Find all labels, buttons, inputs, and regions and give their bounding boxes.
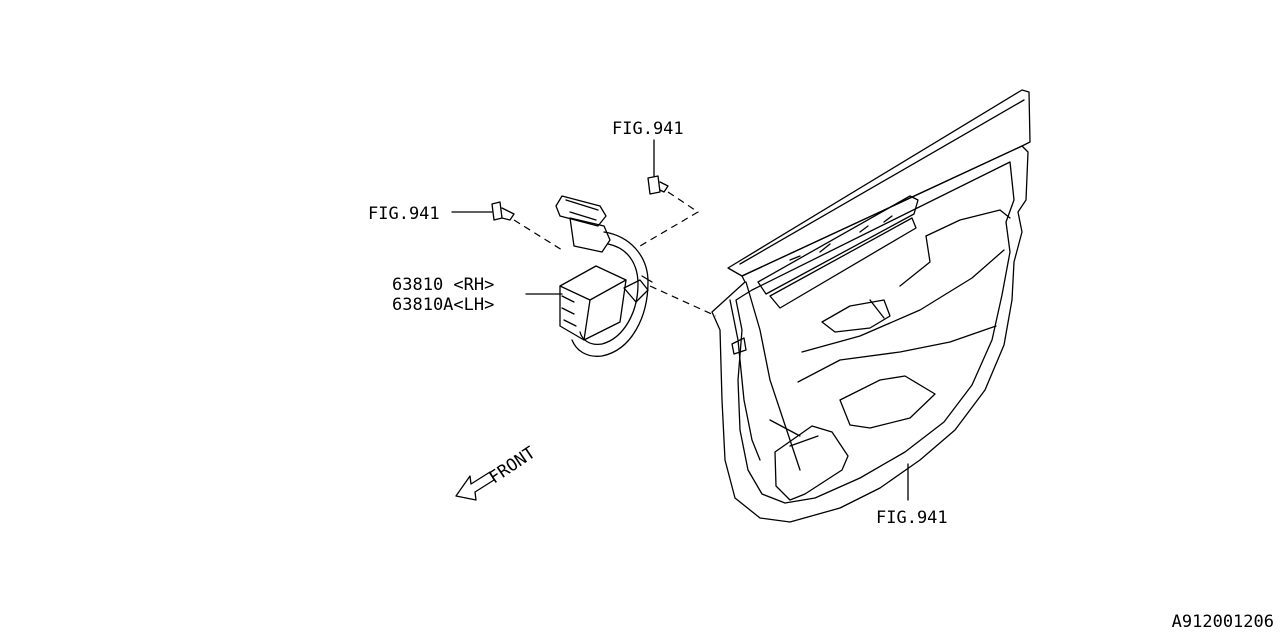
label-front: FRONT [486, 443, 540, 488]
diagram-id: A912001206 [1172, 612, 1274, 632]
dashed-line-module-panel [649, 285, 717, 317]
label-part-rh[interactable]: 63810 <RH> [392, 275, 494, 295]
label-fig-bottom[interactable]: FIG.941 [876, 508, 948, 528]
label-fig-top[interactable]: FIG.941 [612, 119, 684, 139]
label-part-lh[interactable]: 63810A<LH> [392, 295, 494, 315]
door-trim-panel [711, 89, 1031, 523]
arrow-icon [455, 471, 495, 501]
label-fig-left[interactable]: FIG.941 [368, 204, 440, 224]
control-module-63810 [555, 195, 653, 357]
screw-left [491, 201, 515, 221]
dashed-line-screw-top [639, 191, 700, 247]
dashed-line-screw-left [513, 219, 563, 251]
screw-top [647, 175, 669, 195]
front-direction-arrow: FRONT [455, 443, 540, 501]
